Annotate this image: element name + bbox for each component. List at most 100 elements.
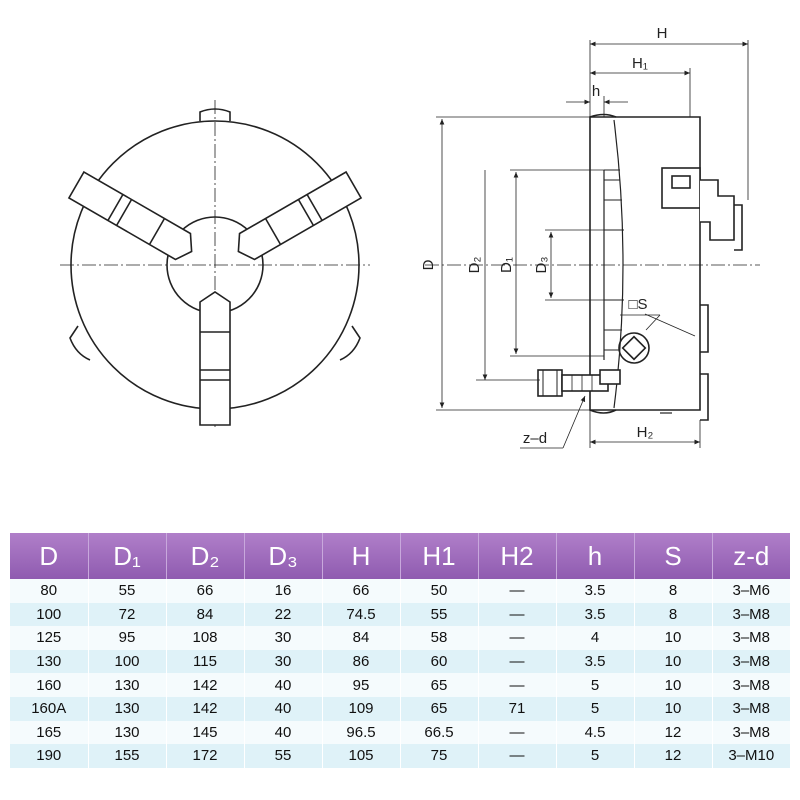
- table-cell: 95: [322, 673, 401, 697]
- label-h: h: [592, 83, 600, 100]
- table-cell: 8: [634, 602, 713, 627]
- dimension-labels: H H₁ h D D₂ D₁ D₃ □S z–d H₂: [420, 25, 667, 447]
- label-D3: D₃: [533, 257, 550, 274]
- table-cell: 3–M8: [712, 649, 790, 674]
- label-D1: D₁: [498, 257, 515, 273]
- side-jaw: [661, 167, 743, 251]
- table-cell: 3–M8: [712, 602, 790, 627]
- table-cell: 84: [166, 602, 245, 627]
- table-cell: 96.5: [322, 720, 401, 745]
- table-cell: 100: [10, 602, 89, 627]
- bottom-jaw: [199, 291, 231, 426]
- label-S: □S: [628, 296, 647, 313]
- table-cell: 130: [88, 720, 167, 745]
- table-cell: 66: [322, 579, 401, 603]
- table-cell: 165: [10, 720, 89, 745]
- table-cell: 3.5: [556, 602, 635, 627]
- header-cell: D: [10, 533, 89, 579]
- table-cell: 58: [400, 626, 479, 650]
- table-cell: 142: [166, 696, 245, 721]
- table-cell: 95: [88, 626, 167, 650]
- table-cell: 10: [634, 649, 713, 674]
- table-cell: 3.5: [556, 649, 635, 674]
- label-D2: D₂: [466, 256, 483, 273]
- table-cell: 130: [10, 649, 89, 674]
- header-cell: D₃: [244, 533, 323, 579]
- table-cell: 4.5: [556, 720, 635, 745]
- table-cell: —: [478, 673, 557, 697]
- table-cell: 100: [88, 649, 167, 674]
- side-body: [589, 116, 701, 411]
- table-cell: 40: [244, 696, 323, 721]
- table-cell: 5: [556, 673, 635, 697]
- table-cell: 3–M8: [712, 696, 790, 721]
- header-cell: D₂: [166, 533, 245, 579]
- table-cell: 3–M6: [712, 579, 790, 603]
- table-cell: 71: [478, 696, 557, 721]
- table-cell: 160A: [10, 696, 89, 721]
- table-cell: 40: [244, 673, 323, 697]
- table-cell: 40: [244, 720, 323, 745]
- table-header-row: D D₁ D₂ D₃ H H1 H2 h S z-d: [10, 533, 790, 579]
- header-cell: S: [634, 533, 713, 579]
- table-cell: 3–M8: [712, 673, 790, 697]
- table-cell: 16: [244, 579, 323, 603]
- table-cell: 50: [400, 579, 479, 603]
- front-view: [60, 100, 370, 430]
- table-cell: 66: [166, 579, 245, 603]
- table-cell: 4: [556, 626, 635, 650]
- table-cell: 72: [88, 602, 167, 627]
- table-cell: 30: [244, 649, 323, 674]
- table-cell: 3–M8: [712, 720, 790, 745]
- header-cell: h: [556, 533, 635, 579]
- table-cell: 60: [400, 649, 479, 674]
- table-cell: —: [478, 602, 557, 627]
- table-cell: 3.5: [556, 579, 635, 603]
- table-cell: 3–M8: [712, 626, 790, 650]
- table-cell: 125: [10, 626, 89, 650]
- table-cell: 55: [88, 579, 167, 603]
- table-cell: 10: [634, 696, 713, 721]
- screw: [537, 369, 609, 397]
- table-cell: 5: [556, 696, 635, 721]
- table-cell: 130: [88, 673, 167, 697]
- table-cell: 12: [634, 720, 713, 745]
- table-cell: 190: [10, 744, 89, 768]
- table-cell: 172: [166, 744, 245, 768]
- table-cell: —: [478, 579, 557, 603]
- table-cell: 65: [400, 673, 479, 697]
- left-jaw: [237, 170, 363, 261]
- table-cell: —: [478, 649, 557, 674]
- table-cell: 109: [322, 696, 401, 721]
- table-cell: 108: [166, 626, 245, 650]
- table-cell: 3–M10: [712, 744, 790, 768]
- header-cell: z-d: [712, 533, 790, 579]
- right-jaw: [67, 170, 193, 261]
- table-cell: 12: [634, 744, 713, 768]
- side-view: [425, 113, 760, 421]
- table-cell: 55: [244, 744, 323, 768]
- table-cell: 160: [10, 673, 89, 697]
- label-z-d: z–d: [523, 430, 547, 447]
- key-hole: [618, 332, 650, 364]
- table-cell: 5: [556, 744, 635, 768]
- table-cell: 10: [634, 673, 713, 697]
- table-cell: 55: [400, 602, 479, 627]
- table-cell: 10: [634, 626, 713, 650]
- header-cell: H: [322, 533, 401, 579]
- table-cell: 105: [322, 744, 401, 768]
- table-cell: 65: [400, 696, 479, 721]
- label-H1: H₁: [632, 55, 648, 72]
- header-cell: D₁: [88, 533, 167, 579]
- table-cell: 80: [10, 579, 89, 603]
- header-cell: H2: [478, 533, 557, 579]
- table-cell: 22: [244, 602, 323, 627]
